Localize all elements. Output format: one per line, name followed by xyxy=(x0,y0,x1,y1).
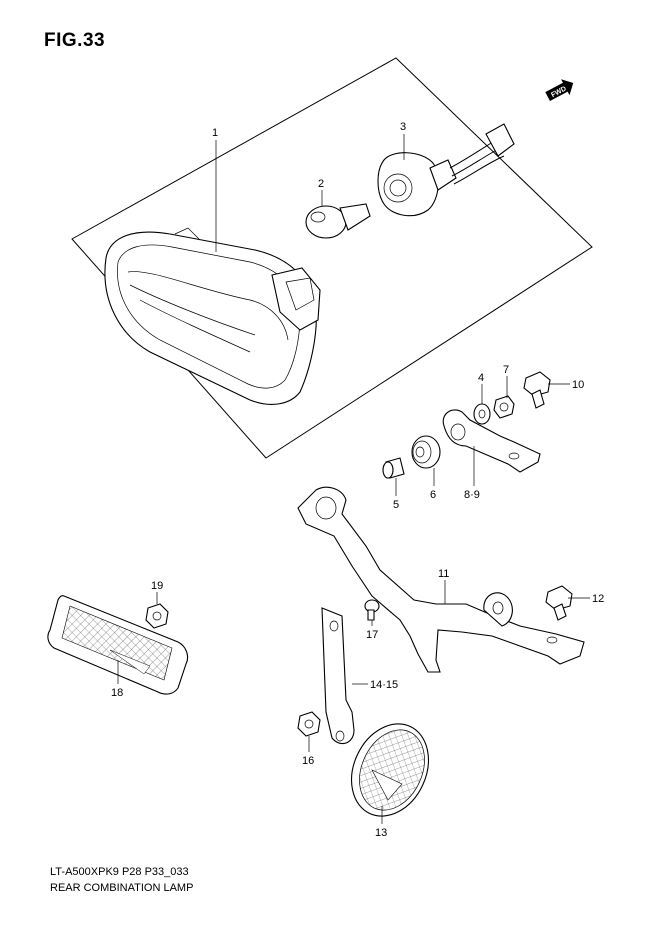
callout-6: 6 xyxy=(430,489,436,501)
callout-16: 16 xyxy=(302,755,314,767)
callout-7: 7 xyxy=(503,364,509,376)
reflector-bracket[interactable] xyxy=(321,607,355,745)
fwd-label: FWD xyxy=(550,85,567,99)
callout-14-15: 14·15 xyxy=(370,679,398,691)
callout-11: 11 xyxy=(438,568,449,580)
callout-2: 2 xyxy=(318,178,324,190)
round-reflector[interactable] xyxy=(337,711,443,828)
callout-1: 1 xyxy=(212,127,218,139)
forward-arrow-icon: FWD xyxy=(545,79,574,101)
rear-combination-lamp-housing[interactable] xyxy=(104,227,321,405)
callout-19: 19 xyxy=(151,580,163,592)
callout-12: 12 xyxy=(592,593,604,605)
callout-13: 13 xyxy=(375,827,387,839)
nut[interactable] xyxy=(493,395,515,419)
callout-18: 18 xyxy=(111,687,123,699)
rectangular-reflector[interactable] xyxy=(47,595,189,695)
grommet[interactable] xyxy=(411,435,441,469)
leader-lines xyxy=(117,134,590,824)
figure-title: FIG.33 xyxy=(44,30,106,51)
main-bracket[interactable] xyxy=(297,486,585,673)
nut-19[interactable] xyxy=(145,603,169,629)
callout-5: 5 xyxy=(393,499,399,511)
callout-4: 4 xyxy=(478,372,484,384)
washer[interactable] xyxy=(473,403,491,425)
nut-16[interactable] xyxy=(297,711,321,737)
bolt-12[interactable] xyxy=(545,585,573,621)
screw-17[interactable] xyxy=(364,599,380,621)
lamp-bracket[interactable] xyxy=(442,409,541,473)
assembly-frame xyxy=(71,57,593,459)
bolt-10[interactable] xyxy=(523,371,551,409)
spacer-collar[interactable] xyxy=(382,457,405,479)
bulb[interactable] xyxy=(305,203,371,239)
callout-10: 10 xyxy=(572,379,584,391)
callout-8-9: 8·9 xyxy=(464,489,480,501)
bulb-socket[interactable] xyxy=(377,123,515,217)
model-code: LT-A500XPK9 P28 P33_033 xyxy=(50,866,189,878)
callout-3: 3 xyxy=(400,121,406,133)
figure-name: REAR COMBINATION LAMP xyxy=(50,882,194,894)
callout-17: 17 xyxy=(366,629,378,641)
